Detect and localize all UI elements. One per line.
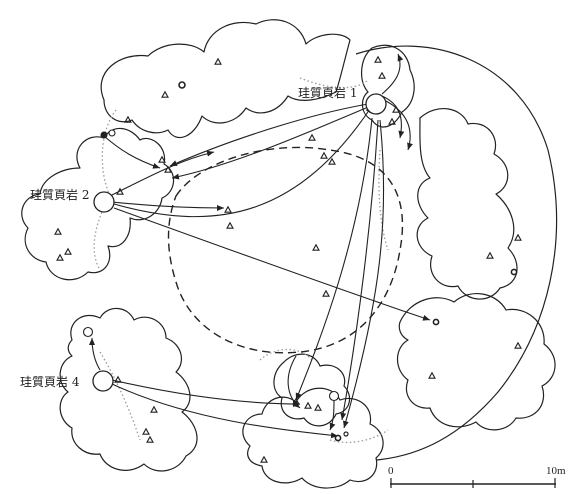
hollow-node (82, 326, 94, 338)
triangle-marker (328, 158, 336, 165)
arrow-4-to-bottom (111, 383, 339, 439)
arrow-4-to-upper-circle (89, 337, 101, 371)
cluster-outline-left (21, 127, 175, 281)
cluster-outline-top-left (100, 19, 351, 139)
triangle-marker (392, 106, 400, 113)
arrow-1-to-bottom-left (295, 117, 373, 401)
triangle-marker (308, 134, 316, 141)
triangle-marker (322, 290, 330, 297)
triangle-marker (164, 166, 172, 173)
filled-node (100, 131, 108, 139)
rock4-label: 珪質頁岩 4 (20, 374, 80, 389)
dotted-outline-bottom-left (99, 351, 141, 441)
dotted-outline-bottom-center (259, 348, 313, 361)
ring-marker (510, 268, 518, 276)
arrow-2-to-upper (109, 150, 215, 197)
arrow-topleft-to-center (103, 135, 161, 169)
arrow-4-to-center (111, 379, 301, 407)
triangle-marker (374, 56, 382, 63)
dotted-outlines (93, 77, 389, 444)
scale-label-start: 0 (388, 465, 394, 477)
triangle-marker (486, 252, 494, 259)
cluster-outline-upper-loop (361, 44, 415, 128)
triangle-marker (378, 72, 386, 79)
triangle-marker (54, 228, 62, 235)
triangle-marker (161, 91, 169, 98)
triangle-marker (514, 234, 522, 241)
arrow-bottom-inner (329, 399, 336, 431)
scale-label-end: 10m (546, 465, 566, 477)
dotted-outline-bottom-right (329, 429, 389, 444)
triangle-marker (320, 152, 328, 159)
hollow-node (328, 390, 340, 402)
cluster-outline-lower-tail (273, 353, 351, 427)
triangle-marker (56, 254, 64, 261)
triangle-marker (150, 406, 158, 413)
arrow-1-to-left (169, 103, 369, 167)
cluster-boundaries (21, 19, 558, 489)
rock2-source-circle (93, 191, 115, 213)
ring-marker (343, 431, 349, 437)
triangle-marker (312, 244, 320, 251)
rock1-source-circle (365, 93, 387, 115)
cluster-outline-right (396, 293, 556, 431)
cluster-outline-right-arc (355, 45, 558, 461)
rock4-source-circle (92, 370, 114, 392)
ring-marker (178, 81, 186, 89)
node-markers (82, 81, 518, 442)
triangle-marker (226, 222, 234, 229)
dotted-outline-top (299, 77, 369, 89)
arrow-1-inner-right-2 (383, 99, 413, 151)
arrow-1-to-topright (381, 53, 404, 95)
ring-marker (334, 434, 342, 442)
arrow-1-to-left-upper (171, 107, 367, 180)
arrow-2-to-center (111, 201, 225, 211)
arrow-2-to-rock1 (113, 105, 373, 218)
cluster-outline-right-upper (416, 108, 518, 300)
hollow-node (108, 129, 116, 137)
arrow-1-to-bottom (340, 119, 379, 421)
triangle-marker (428, 372, 436, 379)
triangle-marker (314, 404, 322, 411)
triangle-marker (146, 436, 154, 443)
arrow-1-to-lower-right (343, 119, 385, 429)
rock1-label: 珪質頁岩 1 (298, 85, 357, 100)
triangle-marker (260, 456, 268, 463)
ring-marker (432, 318, 440, 326)
arrow-2-to-right (113, 207, 431, 321)
artifact-markers (54, 56, 522, 463)
rock2-label: 珪質頁岩 2 (30, 187, 89, 202)
triangle-marker (514, 342, 522, 349)
triangle-marker (388, 118, 396, 125)
triangle-marker (64, 248, 72, 255)
triangle-marker (214, 58, 222, 65)
scale-bar: 0 10m (388, 465, 566, 488)
cluster-outline-bottom-center (242, 387, 384, 489)
triangle-marker (142, 428, 150, 435)
triangle-marker (224, 206, 232, 213)
central-dashed-area (167, 146, 404, 354)
cluster-outline-bottom-left (59, 307, 198, 472)
triangle-marker (304, 402, 312, 409)
